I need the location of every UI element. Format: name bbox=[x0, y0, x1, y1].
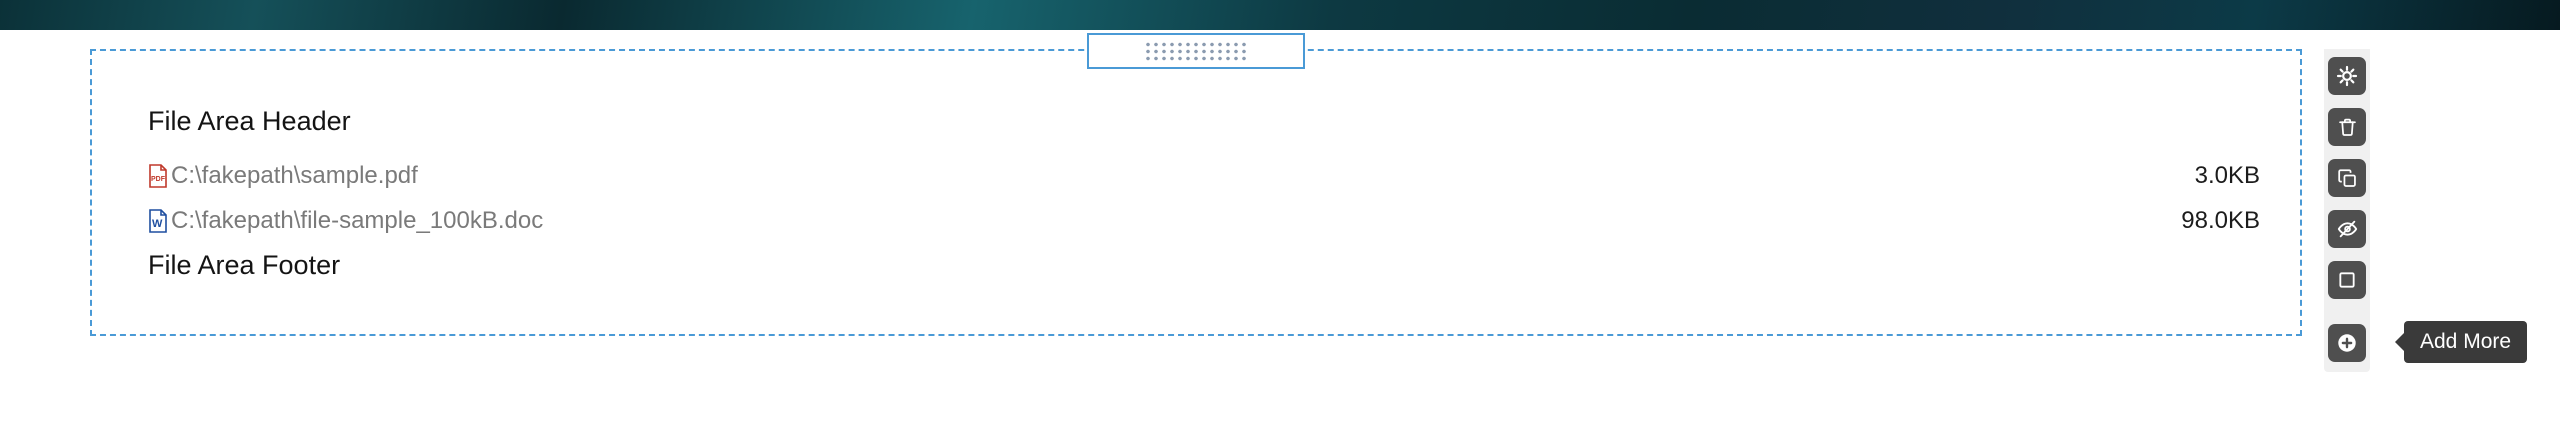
copy-icon bbox=[2337, 168, 2358, 189]
svg-text:PDF: PDF bbox=[151, 176, 166, 183]
file-row: PDF C:\fakepath\sample.pdf 3.0KB bbox=[148, 153, 2260, 198]
trash-icon bbox=[2337, 116, 2358, 138]
file-size: 3.0KB bbox=[2194, 161, 2260, 189]
file-path: C:\fakepath\sample.pdf bbox=[171, 161, 418, 189]
svg-text:W: W bbox=[152, 218, 163, 230]
header-banner-image bbox=[0, 0, 2560, 30]
pdf-file-icon: PDF bbox=[148, 163, 168, 188]
file-upload-component[interactable]: File Area Header PDF C:\fakepath\sample.… bbox=[90, 33, 2302, 336]
gear-icon bbox=[2336, 65, 2358, 87]
component-edit-toolbar bbox=[2324, 49, 2370, 372]
add-more-tooltip: Add More bbox=[2404, 321, 2528, 363]
file-size: 98.0KB bbox=[2181, 206, 2260, 234]
drag-dots-icon bbox=[1146, 40, 1246, 62]
add-more-button[interactable] bbox=[2328, 324, 2366, 362]
plus-circle-icon bbox=[2336, 332, 2358, 354]
file-area-header: File Area Header bbox=[148, 106, 351, 136]
square-icon bbox=[2337, 270, 2357, 290]
hide-button[interactable] bbox=[2328, 210, 2366, 248]
word-file-icon: W bbox=[148, 208, 168, 233]
settings-button[interactable] bbox=[2328, 57, 2366, 95]
file-area-content: File Area Header PDF C:\fakepath\sample.… bbox=[92, 51, 2300, 281]
file-row: W C:\fakepath\file-sample_100kB.doc 98.0… bbox=[148, 198, 2260, 243]
file-area-footer: File Area Footer bbox=[148, 250, 341, 280]
eye-slash-icon bbox=[2336, 218, 2359, 240]
copy-button[interactable] bbox=[2328, 159, 2366, 197]
file-path: C:\fakepath\file-sample_100kB.doc bbox=[171, 206, 544, 234]
shape-button[interactable] bbox=[2328, 261, 2366, 299]
delete-button[interactable] bbox=[2328, 108, 2366, 146]
drag-handle[interactable] bbox=[1087, 33, 1305, 69]
